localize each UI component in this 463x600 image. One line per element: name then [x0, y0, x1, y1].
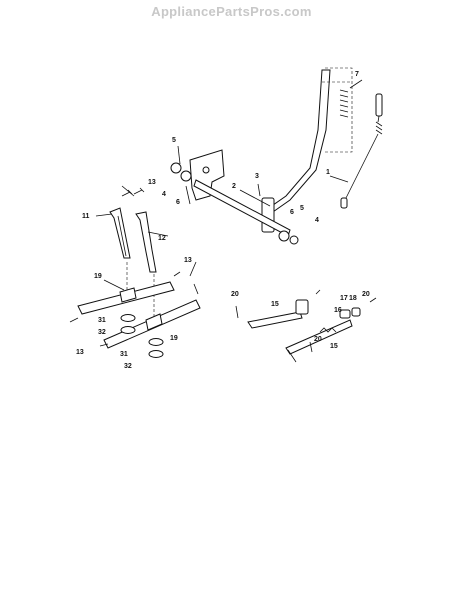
callout-3: 3: [255, 173, 259, 180]
callout-32-lower: 32: [124, 363, 132, 370]
callout-20-lower: 20: [314, 336, 322, 343]
callout-6-right: 6: [290, 209, 294, 216]
pin-3: [257, 183, 261, 197]
callout-31-upper: 31: [98, 317, 106, 324]
rod-15-upper: [247, 299, 309, 329]
callout-16: 16: [334, 307, 342, 314]
watermark: AppliancePartsPros.com: [151, 4, 312, 19]
callout-13-bottom: 13: [76, 349, 84, 356]
lift-lever: [261, 69, 331, 233]
callout-4-top: 4: [162, 191, 166, 198]
callout-5-right: 5: [300, 205, 304, 212]
callout-20-right: 20: [362, 291, 370, 298]
link-rod-12: [135, 211, 157, 273]
spring-housing: [322, 67, 353, 153]
callout-19-upper: 19: [94, 273, 102, 280]
callout-7: 7: [355, 71, 359, 78]
callout-5-top: 5: [172, 137, 176, 144]
callout-2: 2: [232, 183, 236, 190]
rod-15-lower: [285, 319, 353, 363]
cross-shaft: [170, 162, 299, 245]
callout-11: 11: [82, 213, 90, 220]
callout-32-upper: 32: [98, 329, 106, 336]
callout-18: 18: [349, 295, 357, 302]
callout-12: 12: [158, 235, 166, 242]
callout-31-lower: 31: [120, 351, 128, 358]
control-rod: [340, 93, 383, 209]
lift-arm-lower: [103, 299, 201, 349]
washers: [120, 314, 164, 358]
callout-4-right: 4: [315, 217, 319, 224]
lift-arm-upper: [77, 281, 175, 315]
spring-clips: [235, 289, 377, 353]
callout-15-upper: 15: [271, 301, 279, 308]
callout-15-lower: 15: [330, 343, 338, 350]
leader-lines: [95, 79, 363, 291]
callout-6-top: 6: [176, 199, 180, 206]
callout-13-top: 13: [148, 179, 156, 186]
callout-19-lower: 19: [170, 335, 178, 342]
callout-13-mid: 13: [184, 257, 192, 264]
link-rod-11: [109, 207, 131, 259]
callout-17: 17: [340, 295, 348, 302]
hairpin-clips-lower: [69, 271, 199, 347]
callout-20-left: 20: [231, 291, 239, 298]
callout-1: 1: [326, 169, 330, 176]
